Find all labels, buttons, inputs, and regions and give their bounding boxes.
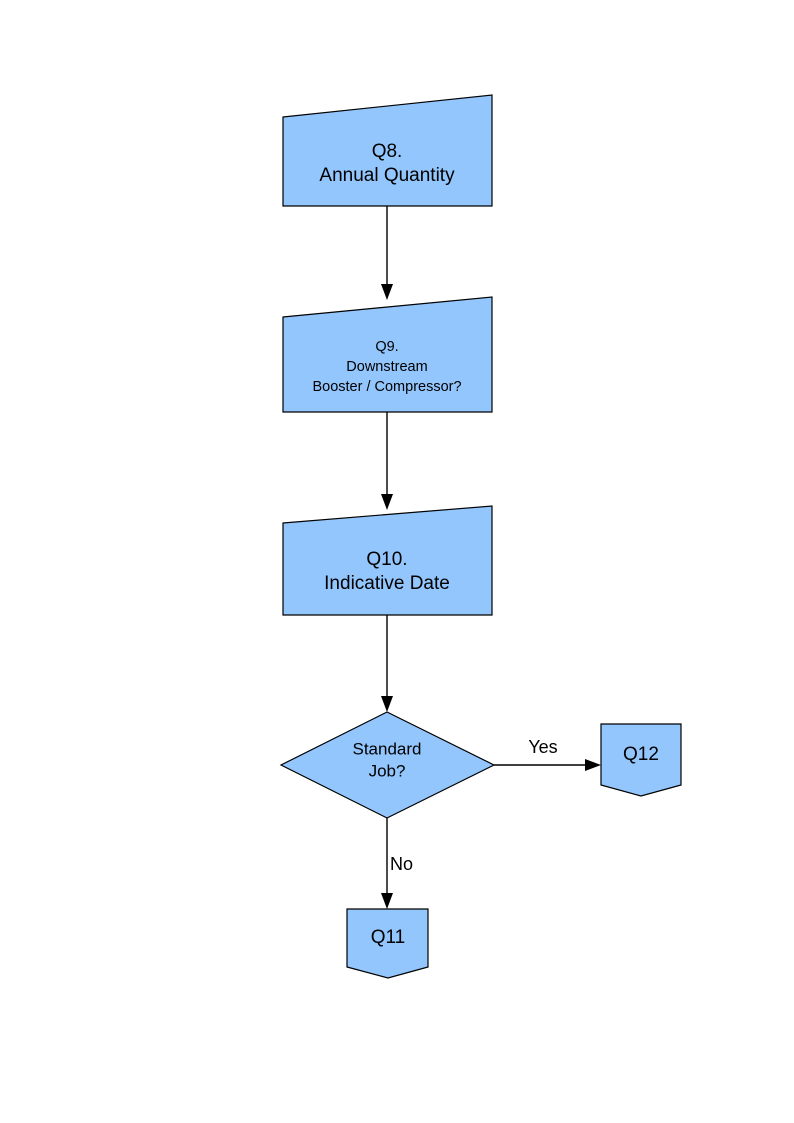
decision-label-line-2: Job? [369, 761, 406, 780]
q11-shape[interactable] [346, 908, 429, 979]
edge-q8-to-q9 [381, 206, 393, 300]
edge-q8-to-q9-arrowhead [381, 284, 393, 300]
q10-label-line-2: Indicative Date [324, 573, 450, 594]
node-q12[interactable]: Q12 [600, 723, 682, 797]
node-q8[interactable]: Q8. Annual Quantity [282, 94, 493, 207]
q8-shape[interactable] [282, 94, 493, 207]
q9-label-line-1: Q9. [375, 339, 398, 355]
edge-q9-to-q10-arrowhead [381, 494, 393, 510]
q10-label-line-1: Q10. [366, 549, 407, 570]
q12-label: Q12 [623, 744, 659, 765]
node-decision-standard-job[interactable]: Standard Job? [279, 711, 496, 819]
edge-q9-to-q10 [381, 412, 393, 510]
node-q10[interactable]: Q10. Indicative Date [282, 505, 493, 616]
node-q11[interactable]: Q11 [346, 908, 429, 979]
q12-shape[interactable] [600, 723, 682, 797]
q8-label-line-2: Annual Quantity [319, 165, 455, 186]
edge-decision-to-q12-arrowhead [585, 759, 601, 771]
q9-label-line-3: Booster / Compressor? [312, 379, 461, 395]
edge-label-no: No [390, 854, 413, 874]
node-q9[interactable]: Q9. Downstream Booster / Compressor? [282, 296, 493, 413]
edge-decision-to-q11-arrowhead [381, 893, 393, 909]
decision-label-line-1: Standard [353, 739, 422, 758]
q10-shape[interactable] [282, 505, 493, 616]
edge-decision-to-q11: No [381, 818, 413, 909]
q11-label: Q11 [371, 927, 406, 948]
q8-label-line-1: Q8. [372, 141, 403, 162]
q9-label-line-2: Downstream [346, 359, 427, 375]
edge-q10-to-decision-arrowhead [381, 696, 393, 712]
edge-q10-to-decision [381, 615, 393, 712]
q9-shape[interactable] [282, 296, 493, 413]
edge-label-yes: Yes [528, 737, 557, 757]
edge-decision-to-q12: Yes [494, 737, 601, 771]
